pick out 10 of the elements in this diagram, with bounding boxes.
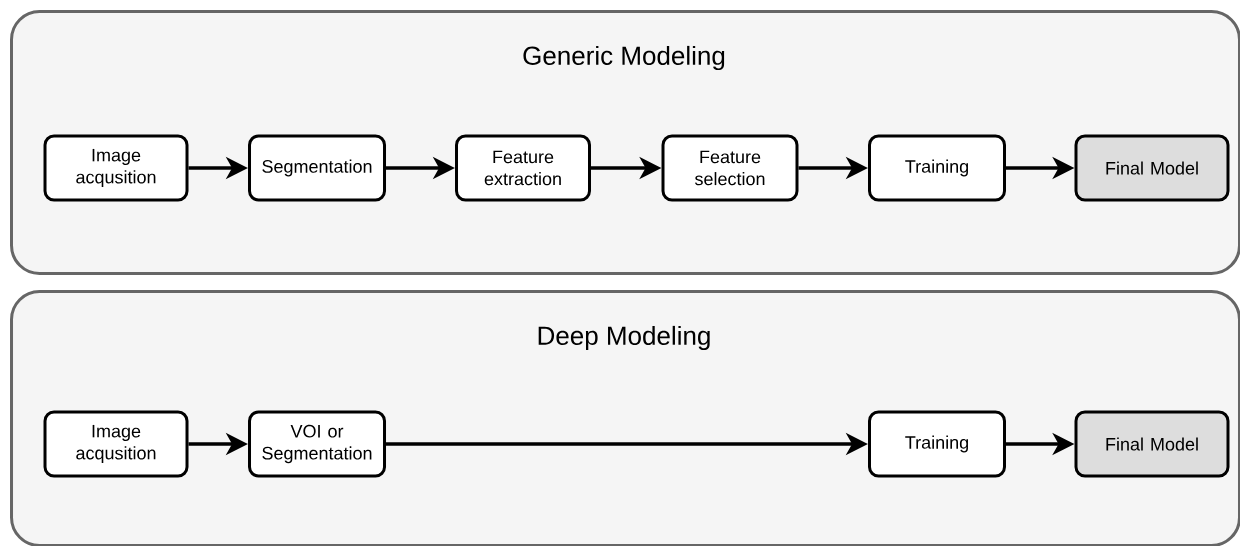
process-box: Training	[868, 134, 1006, 202]
process-box: Segmentation	[248, 134, 386, 202]
process-box: Final Model	[1074, 410, 1230, 478]
process-box: Image acqusition	[43, 134, 189, 202]
process-box: VOI or Segmentation	[248, 410, 386, 478]
process-box: Feature extraction	[455, 134, 591, 202]
process-box: Image acqusition	[43, 410, 189, 478]
process-box: Final Model	[1074, 134, 1230, 202]
process-box: Feature selection	[661, 134, 799, 202]
process-box: Training	[868, 410, 1006, 478]
